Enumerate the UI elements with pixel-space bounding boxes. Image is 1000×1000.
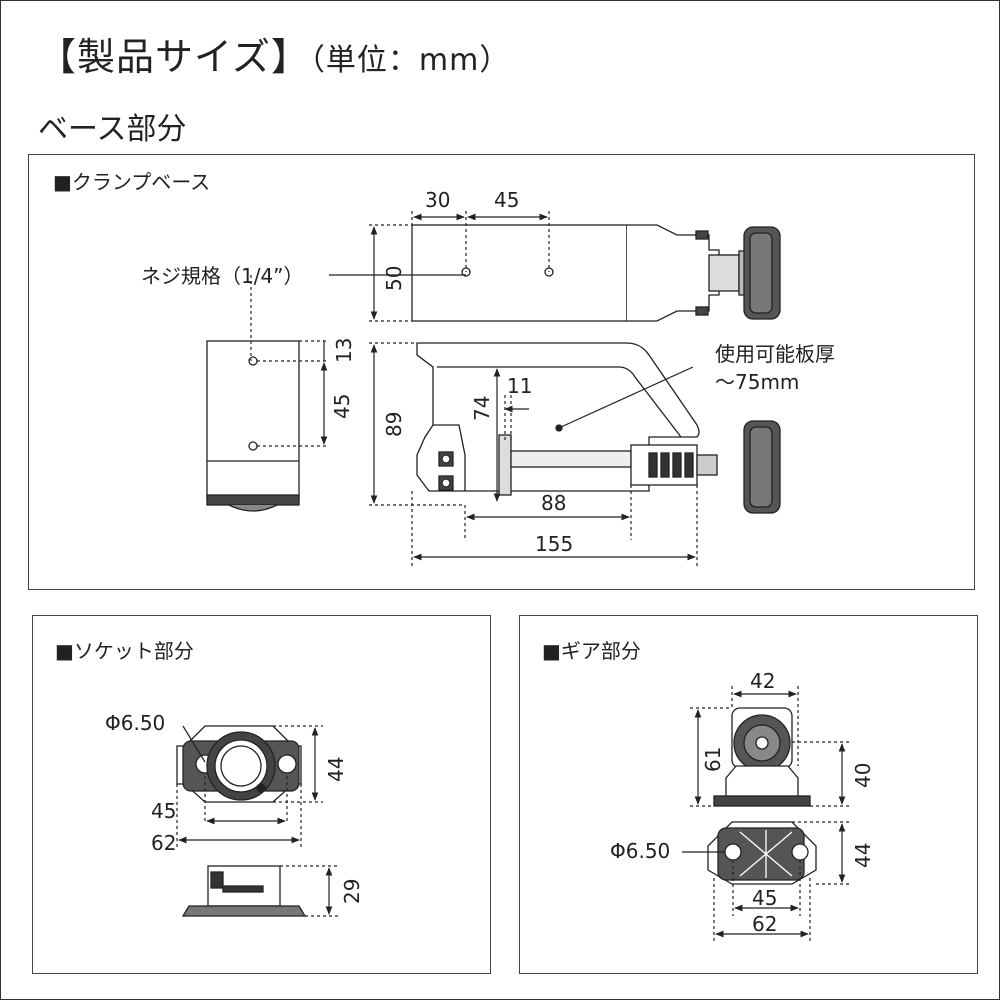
clamp-front-view bbox=[206, 340, 300, 512]
gear-dim-40: 40 bbox=[851, 763, 875, 788]
title-text: 【製品サイズ】 bbox=[38, 35, 310, 79]
gear-side-view bbox=[713, 707, 811, 807]
socket-top-view bbox=[176, 725, 302, 803]
dim-13: 13 bbox=[332, 338, 356, 363]
clamp-top-view bbox=[411, 224, 781, 322]
dim-45-front: 45 bbox=[330, 394, 354, 419]
gear-dim-44: 44 bbox=[851, 843, 875, 868]
gear-hole-label: Φ6.50 bbox=[610, 839, 670, 863]
socket-panel: ■ソケット部分 bbox=[32, 615, 491, 974]
dim-155: 155 bbox=[535, 532, 573, 556]
socket-drawing: ■ソケット部分 bbox=[55, 639, 364, 917]
gear-dim-62: 62 bbox=[752, 912, 777, 936]
thickness-label: 使用可能板厚 bbox=[715, 342, 835, 366]
page-title: 【製品サイズ】（単位：mm） bbox=[38, 26, 510, 81]
gear-panel: ■ギア部分 bbox=[519, 615, 978, 974]
section-title: ベース部分 bbox=[38, 112, 187, 147]
clamp-heading: ■クランプベース bbox=[53, 170, 210, 194]
clamp-drawing: ■クランプベース bbox=[53, 170, 835, 567]
dim-88: 88 bbox=[541, 491, 566, 515]
gear-bottom-view bbox=[707, 821, 817, 885]
socket-dim-62: 62 bbox=[151, 831, 176, 855]
socket-hole-label: Φ6.50 bbox=[105, 711, 165, 735]
gear-drawing: ■ギア部分 bbox=[542, 639, 875, 941]
gear-dim-61: 61 bbox=[701, 747, 725, 772]
socket-dim-44: 44 bbox=[324, 757, 348, 782]
socket-heading: ■ソケット部分 bbox=[55, 639, 194, 663]
gear-dim-45: 45 bbox=[752, 886, 777, 910]
dim-30: 30 bbox=[425, 188, 450, 212]
screw-spec-label: ネジ規格（1/4”） bbox=[141, 264, 304, 288]
gear-dim-42: 42 bbox=[750, 669, 775, 693]
clamp-side-view bbox=[416, 342, 781, 514]
dim-45-top: 45 bbox=[494, 188, 519, 212]
gear-heading: ■ギア部分 bbox=[542, 639, 641, 663]
socket-side-view bbox=[181, 865, 307, 917]
clamp-panel: ■クランプベース bbox=[28, 154, 975, 590]
dim-11: 11 bbox=[507, 374, 532, 398]
gear-dimension-lines bbox=[682, 686, 850, 941]
clamp-dimension-lines bbox=[250, 211, 698, 567]
unit-label: （単位：mm） bbox=[309, 43, 511, 78]
dim-50: 50 bbox=[382, 266, 406, 291]
socket-dimension-lines bbox=[176, 725, 338, 917]
dim-89: 89 bbox=[382, 412, 406, 437]
socket-dim-29: 29 bbox=[340, 879, 364, 904]
dim-74: 74 bbox=[470, 396, 494, 421]
thickness-value: ～75mm bbox=[715, 370, 799, 394]
socket-dim-45: 45 bbox=[151, 799, 176, 823]
